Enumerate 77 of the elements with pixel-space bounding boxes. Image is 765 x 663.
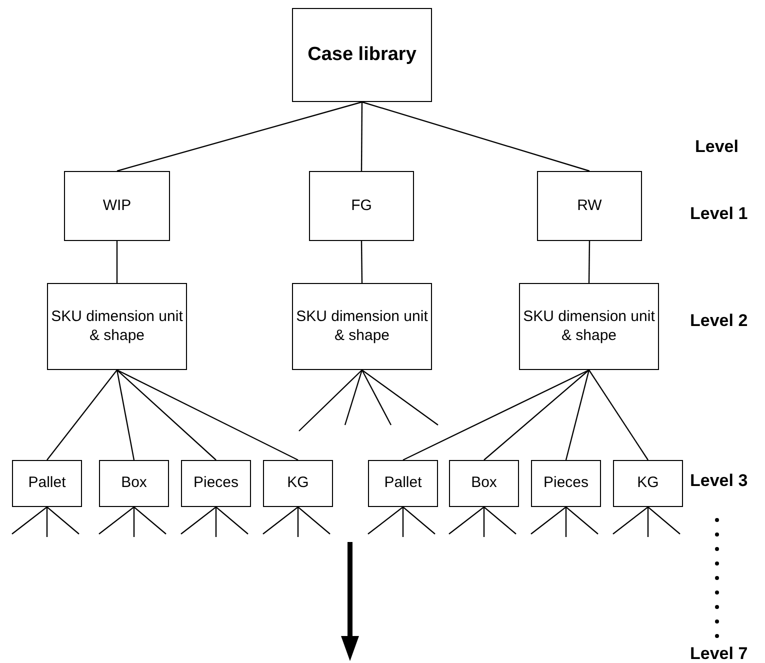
branch-line [530, 506, 566, 534]
connector-line [484, 370, 590, 460]
tree-box [292, 8, 432, 102]
node-label: SKU dimension unit & shape [295, 308, 429, 346]
branch-line [133, 507, 135, 537]
level-label: Level [695, 137, 738, 157]
tree-box [613, 460, 683, 507]
tree-box [531, 460, 601, 507]
branch-line [46, 506, 80, 534]
node-label: KG [637, 474, 659, 493]
branch-line [362, 370, 438, 426]
tree-box [368, 460, 438, 507]
branch-line [216, 506, 248, 534]
tree-box [181, 460, 251, 507]
branch-line [448, 506, 484, 534]
connector-line [116, 101, 362, 172]
connector-line [46, 370, 118, 460]
node-label: WIP [102, 196, 132, 216]
tree-box [449, 460, 519, 507]
node-label: RW [577, 196, 602, 216]
branch-line [298, 370, 362, 432]
tree-box [47, 283, 187, 370]
branch-line [566, 506, 598, 534]
branch-line [402, 507, 404, 537]
node-label: KG [287, 474, 309, 493]
level-label: Level 1 [690, 204, 748, 224]
branch-line [297, 507, 299, 537]
tree-box [537, 171, 642, 241]
branch-line [361, 370, 392, 426]
level-label: Level 3 [690, 471, 748, 491]
connector-line [588, 370, 648, 460]
tree-box [292, 283, 432, 370]
level-label: Level 7 [690, 644, 748, 663]
node-label: Pieces [543, 474, 589, 493]
node-label: SKU dimension unit & shape [522, 308, 656, 346]
tree-box [519, 283, 659, 370]
connector-line [116, 370, 135, 460]
connector-line [402, 369, 590, 461]
node-label: FG [351, 196, 372, 216]
branch-line [262, 506, 298, 534]
branch-line [134, 506, 166, 534]
branch-line [484, 506, 516, 534]
tree-box [263, 460, 333, 507]
branch-line [298, 506, 330, 534]
branch-line [98, 506, 134, 534]
connector-line [116, 369, 298, 461]
node-label: Box [471, 474, 497, 493]
branch-line [368, 506, 404, 534]
node-label: Box [121, 474, 147, 493]
branch-line [46, 507, 48, 537]
branch-line [344, 370, 363, 426]
connector-line [360, 241, 363, 283]
tree-box [12, 460, 82, 507]
branch-line [565, 507, 567, 537]
node-label: Pieces [193, 474, 239, 493]
connector-line [362, 101, 590, 172]
node-label: SKU dimension unit & shape [50, 308, 184, 346]
branch-line [483, 507, 485, 537]
connector-line [588, 241, 590, 283]
connector-line [565, 370, 590, 460]
connector-line [116, 370, 216, 460]
node-label: Case library [308, 43, 416, 67]
branch-line [647, 507, 649, 537]
branch-line [12, 506, 48, 534]
connector-line [360, 102, 363, 171]
tree-box [99, 460, 169, 507]
branch-line [612, 506, 648, 534]
level-label: Level 2 [690, 311, 748, 331]
connector-line [116, 241, 118, 283]
branch-line [402, 506, 436, 534]
node-label: Pallet [28, 474, 66, 493]
branch-line [180, 506, 216, 534]
branch-line [648, 506, 680, 534]
tree-box [309, 171, 414, 241]
branch-line [215, 507, 217, 537]
tree-box [64, 171, 170, 241]
node-label: Pallet [384, 474, 422, 493]
